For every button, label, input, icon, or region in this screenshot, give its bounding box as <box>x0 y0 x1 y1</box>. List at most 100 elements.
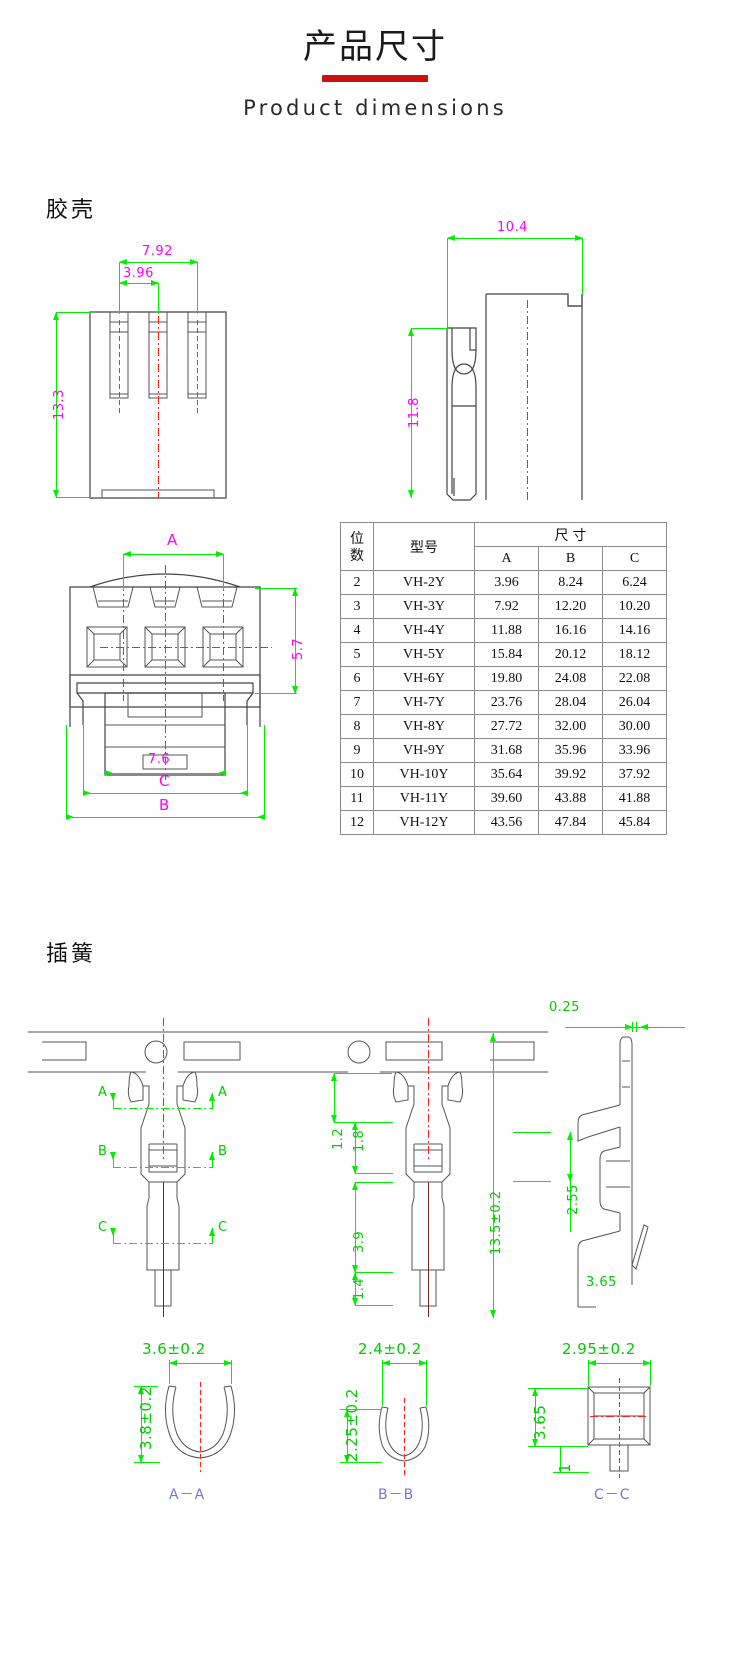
cell-model: VH-7Y <box>373 690 475 715</box>
centerline-section-A-A <box>200 1382 201 1472</box>
cell-dim-c: 6.24 <box>602 570 667 595</box>
arrow-BB-h-bottom <box>344 1455 350 1463</box>
section-tick-C-right <box>212 1228 213 1244</box>
dim-text-57: 5.7 <box>291 637 306 660</box>
dim-text-C: C <box>159 772 170 790</box>
dim-text-365: 3.65 <box>586 1275 617 1290</box>
arrow-396-right <box>151 280 159 286</box>
ext-line-CC-h2-bottom <box>553 1472 589 1473</box>
table-header-row-2: A B C <box>341 546 667 571</box>
arrow-025-right <box>640 1024 648 1030</box>
cell-position: 6 <box>340 666 374 691</box>
dim-line-A <box>123 554 224 555</box>
ext-line-BB-w-left <box>382 1360 383 1406</box>
arrow-AA-h-top <box>138 1386 144 1394</box>
cell-model: VH-5Y <box>373 642 475 667</box>
cell-model: VH-8Y <box>373 714 475 739</box>
cell-position: 7 <box>340 690 374 715</box>
dim-text-CC-height: 3.65 <box>531 1404 549 1440</box>
ext-line-B-left <box>66 725 67 817</box>
dim-text-B: B <box>159 796 170 814</box>
dim-text-104: 10.4 <box>497 220 528 235</box>
dim-line-CC-height <box>535 1388 536 1447</box>
cell-dim-a: 43.56 <box>474 810 539 835</box>
arrow-18-top <box>352 1122 358 1130</box>
arrow-135-top <box>490 1033 496 1041</box>
cell-position: 5 <box>340 642 374 667</box>
dim-line-AA-height <box>141 1386 142 1463</box>
cell-dim-c: 14.16 <box>602 618 667 643</box>
header-dim-a: A <box>474 546 539 571</box>
arrow-C-left <box>83 790 91 796</box>
ext-line-76-left <box>105 752 106 774</box>
centerline-slot-1 <box>119 320 120 413</box>
cell-dim-c: 30.00 <box>602 714 667 739</box>
ext-line-AA-w-left <box>169 1360 170 1384</box>
dim-text-12: 1.2 <box>331 1127 346 1150</box>
arrow-255-bottom <box>567 1174 573 1182</box>
dim-text-BB-width: 2.4±0.2 <box>358 1340 422 1358</box>
ext-line-18-bottom <box>355 1173 393 1174</box>
cell-position: 4 <box>340 618 374 643</box>
dim-text-025: 0.25 <box>549 1000 580 1015</box>
dim-text-A: A <box>167 531 178 549</box>
ext-line-76-right <box>225 752 226 774</box>
arrow-118-top <box>408 328 414 336</box>
dim-line-118 <box>411 328 412 498</box>
ext-line-12-top <box>334 1073 392 1074</box>
cell-dim-b: 35.96 <box>538 738 603 763</box>
dim-line-B <box>66 817 265 818</box>
section-tick-C-left <box>113 1228 114 1244</box>
dim-text-792: 7.92 <box>142 244 173 259</box>
cell-dim-a: 39.60 <box>474 786 539 811</box>
centerline-top-hole-1 <box>123 583 124 701</box>
header-position-count-line2: 数 <box>350 546 364 563</box>
cell-position: 3 <box>340 594 374 619</box>
section-caption-C-C: C－C <box>594 1487 631 1503</box>
cell-dim-b: 20.12 <box>538 642 603 667</box>
cell-position: 2 <box>340 570 374 595</box>
cell-model: VH-6Y <box>373 666 475 691</box>
arrow-B-left <box>66 814 74 820</box>
dim-text-AA-width: 3.6±0.2 <box>142 1340 206 1358</box>
contact-right-outline <box>577 1036 649 1308</box>
centerline-top-hole-2 <box>165 565 166 780</box>
cell-model: VH-12Y <box>373 810 475 835</box>
header-model: 型号 <box>373 522 475 571</box>
dim-text-118: 11.8 <box>407 397 422 428</box>
dim-line-255 <box>570 1132 571 1232</box>
cell-position: 10 <box>340 762 374 787</box>
header-position-count: 位 数 <box>340 522 374 571</box>
arrow-57-top <box>292 588 298 596</box>
dim-text-CC-height2: 1 <box>556 1462 574 1473</box>
cell-dim-c: 41.88 <box>602 786 667 811</box>
cell-model: VH-11Y <box>373 786 475 811</box>
section-caption-B-B: B－B <box>378 1487 415 1503</box>
dim-line-135 <box>493 1033 494 1318</box>
dim-text-396: 3.96 <box>123 266 154 281</box>
dim-text-CC-width: 2.95±0.2 <box>562 1340 636 1358</box>
ext-line-A-right <box>223 554 224 590</box>
section-label-A-right: A <box>218 1085 227 1100</box>
centerline-contact-left-upper <box>163 1018 164 1098</box>
arrow-792-left <box>119 259 127 265</box>
cell-dim-b: 28.04 <box>538 690 603 715</box>
ext-line-396-left <box>119 283 120 314</box>
cell-model: VH-2Y <box>373 570 475 595</box>
ext-line-CC-w-left <box>588 1360 589 1386</box>
arrow-104-left <box>447 235 455 241</box>
section-line-A <box>113 1108 213 1109</box>
ext-line-A-left <box>123 554 124 590</box>
dim-line-792 <box>119 262 198 263</box>
centerline-top-hole-3 <box>223 583 224 701</box>
section-title-housing: 胶壳 <box>46 197 97 222</box>
header-dim-c: C <box>602 546 667 571</box>
page-header: 产品尺寸 Product dimensions <box>0 0 750 120</box>
section-label-A-left: A <box>98 1085 107 1100</box>
cell-dim-b: 47.84 <box>538 810 603 835</box>
